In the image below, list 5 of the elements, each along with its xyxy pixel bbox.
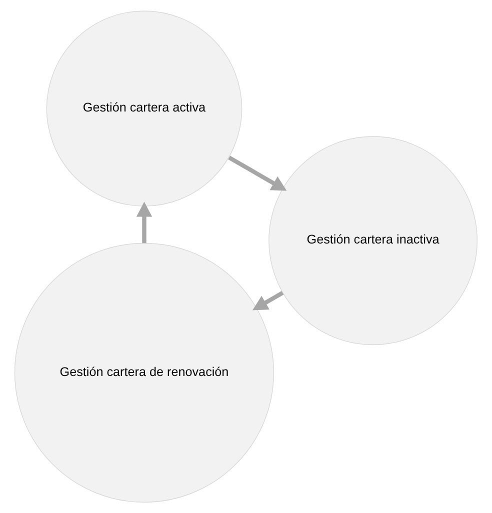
node-circle: Gestión cartera activa [46, 10, 242, 206]
arrow [252, 291, 284, 310]
node-circle: Gestión cartera de renovación [14, 242, 274, 503]
arrow [228, 156, 287, 191]
arrow [136, 202, 152, 244]
